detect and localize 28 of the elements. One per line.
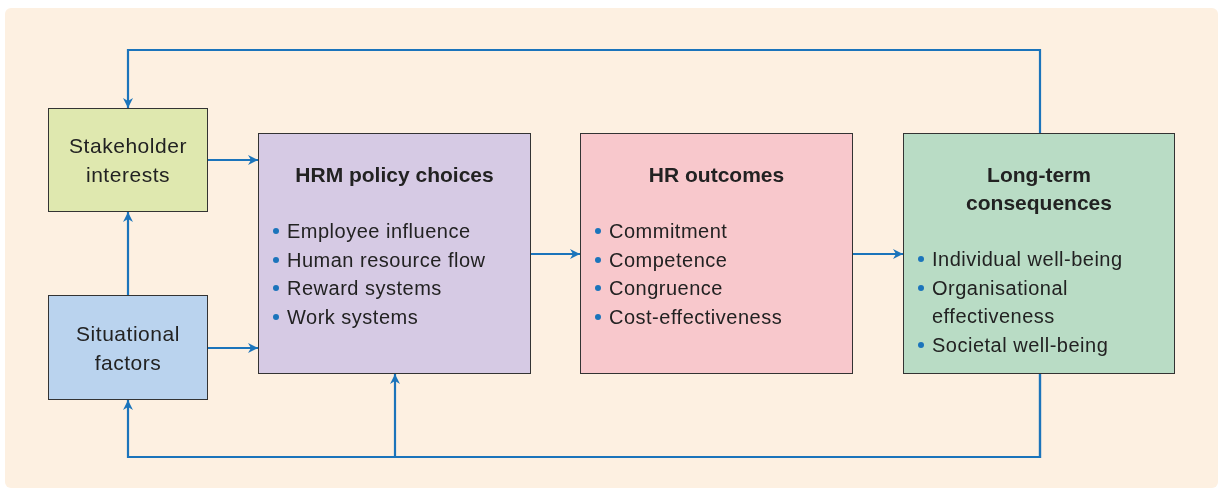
arrow: [123, 212, 133, 295]
list-item: Congruence: [609, 276, 723, 301]
process-box: [580, 133, 853, 374]
list-item: Individual well-being: [932, 247, 1123, 272]
process-box: [48, 108, 208, 212]
arrow: [390, 374, 1042, 459]
arrow: [531, 249, 580, 259]
list-item: Work systems: [287, 304, 419, 330]
box-heading: Long-term consequences: [965, 162, 1113, 216]
process-box: [903, 133, 1175, 374]
box-heading: HRM policy choices: [295, 162, 494, 188]
list-item: Competence: [609, 247, 728, 273]
box-label: Situational factors: [75, 320, 181, 376]
list-item: Reward systems: [287, 276, 442, 301]
list-item: Organisational effectiveness: [932, 275, 1069, 329]
arrow: [208, 155, 258, 165]
arrow: [853, 249, 903, 259]
list-item: Societal well-being: [932, 332, 1109, 358]
list-item: Commitment: [609, 219, 728, 244]
process-box: [258, 133, 531, 374]
arrow: [208, 343, 258, 353]
list-item: Human resource flow: [287, 247, 486, 273]
process-box: [48, 295, 208, 400]
list-item: Employee influence: [287, 219, 471, 244]
arrow: [123, 48, 1042, 133]
list-item: Cost-effectiveness: [609, 304, 783, 330]
box-label: Stakeholder interests: [68, 133, 188, 188]
box-heading: HR outcomes: [648, 162, 785, 188]
